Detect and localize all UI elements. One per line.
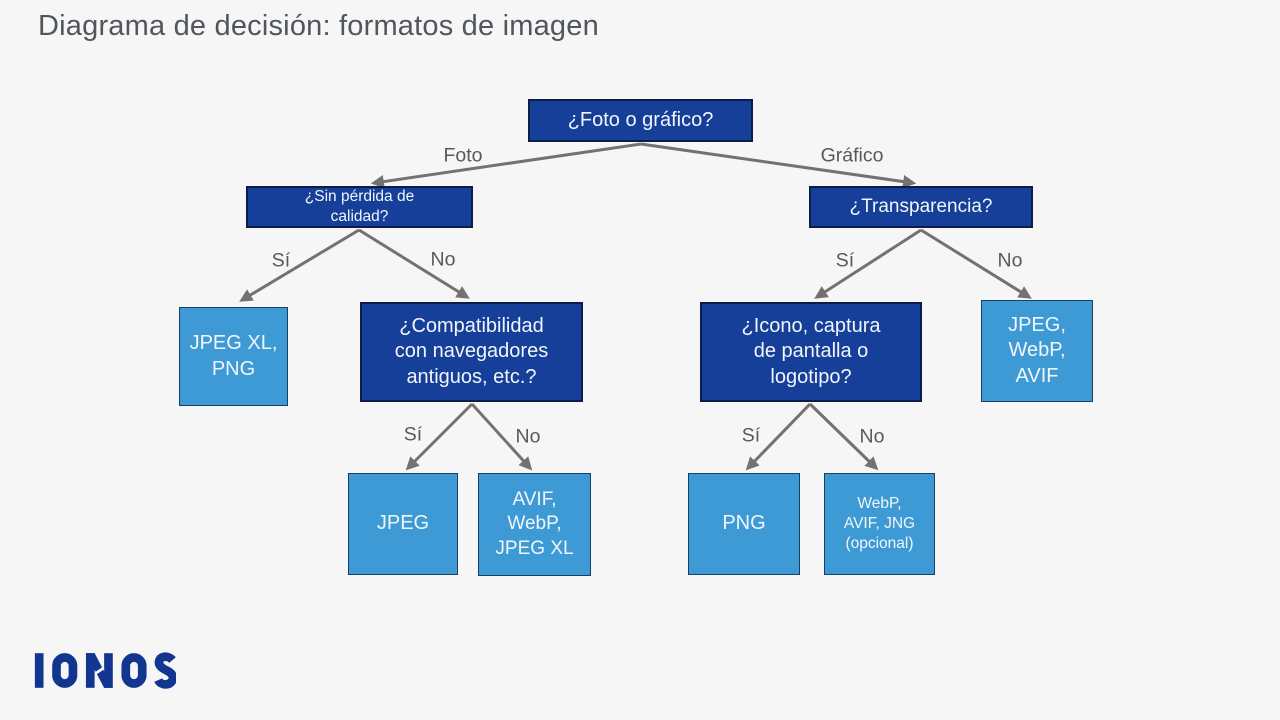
edge-label-si-transparency: Sí — [835, 249, 855, 272]
edge-label-si-lossless: Sí — [271, 249, 291, 272]
node-label: PNG — [722, 512, 766, 535]
arrow-lossless-si — [239, 228, 360, 302]
edge-label-si-icon: Sí — [741, 424, 761, 447]
node-result-avif-webp-jpegxl: AVIF, WebP, JPEG XL — [478, 473, 591, 576]
node-result-jpegxl-png: JPEG XL, PNG — [179, 307, 288, 406]
node-label: ¿Transparencia? — [849, 195, 993, 217]
ionos-logo: IONOS — [34, 652, 176, 689]
edge-label-grafico: Gráfico — [820, 144, 884, 167]
node-label: JPEG — [376, 512, 430, 535]
node-compatibilidad-navegadores: ¿Compatibilidad con navegadores antiguos… — [360, 302, 583, 402]
arrow-root-foto — [370, 142, 642, 189]
node-label: ¿Compatibilidad con navegadores antiguos… — [394, 314, 549, 388]
node-result-jpeg-webp-avif: JPEG, WebP, AVIF — [981, 300, 1093, 402]
node-label: AVIF, WebP, JPEG XL — [495, 489, 574, 559]
ionos-logo-icon — [34, 652, 176, 689]
node-label: WebP, AVIF, JNG (opcional) — [843, 495, 916, 552]
page-title: Diagrama de decisión: formatos de imagen — [38, 10, 599, 42]
node-label: JPEG XL, PNG — [189, 331, 278, 380]
node-label: JPEG, WebP, AVIF — [1008, 313, 1066, 387]
node-result-png: PNG — [688, 473, 800, 575]
node-icono-captura-logotipo: ¿Icono, captura de pantalla o logotipo? — [700, 302, 922, 402]
node-label: ¿Icono, captura de pantalla o logotipo? — [741, 314, 881, 388]
edge-label-no-lossless: No — [430, 248, 456, 271]
node-result-webp-avif-jng: WebP, AVIF, JNG (opcional) — [824, 473, 935, 575]
edge-label-foto: Foto — [443, 144, 483, 167]
arrow-transparency-si — [814, 228, 922, 299]
node-transparencia: ¿Transparencia? — [809, 186, 1033, 228]
edge-label-si-compatibility: Sí — [403, 423, 423, 446]
edge-label-no-compatibility: No — [515, 425, 541, 448]
edge-label-no-icon: No — [859, 425, 885, 448]
edge-label-no-transparency: No — [997, 249, 1023, 272]
node-label: ¿Sin pérdida de calidad? — [304, 188, 415, 225]
node-sin-perdida-de-calidad: ¿Sin pérdida de calidad? — [246, 186, 473, 228]
node-result-jpeg: JPEG — [348, 473, 458, 575]
node-label: ¿Foto o gráfico? — [567, 108, 714, 131]
node-foto-o-grafico: ¿Foto o gráfico? — [528, 99, 753, 142]
